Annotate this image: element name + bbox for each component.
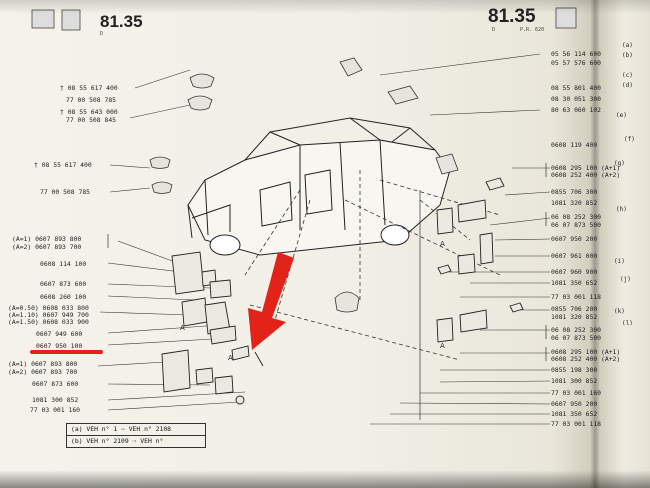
vehicle-legend: (a) VEH n° 1 ⇨ VEH n° 2108 (b) VEH n° 21… [66,423,206,448]
page-sub-letter-left: D [100,31,104,37]
part-number: 0607 950 200 [551,400,598,408]
part-number: 06 07 873 500 [551,334,602,342]
part-number: (A=1.10) 0607 949 700 [8,311,89,319]
part-number: (A=1) 0607 893 800 [8,360,78,368]
part-number: 0607 960 900 [551,268,598,276]
dimension-marker: A A A A [180,240,445,362]
callout-lines [97,53,551,425]
part-number: 0608 295 100 (A+1) [551,348,621,356]
part-number: 0855 706 200 [551,305,598,313]
highlight-arrow-icon [248,252,294,350]
part-number: 0607 873 600 [40,280,87,288]
part-number: 06 08 252 300 [551,213,602,221]
part-number: 77 03 001 160 [551,389,602,397]
part-number: (A=2) 0607 893 700 [12,243,82,251]
part-number: † 08 55 617 400 [60,84,118,92]
page-number-right: 81.35 [488,6,536,27]
grommet-icon [149,57,459,313]
part-number: † 08 55 643 000 [60,108,118,116]
part-number: (A=2) 0607 893 700 [8,368,78,376]
part-number: 06 08 252 300 [551,326,602,334]
part-number: 80 63 060 102 [551,106,602,114]
part-number: 77 00 508 845 [66,116,117,124]
part-number: (A=0.50) 0608 033 800 [8,304,89,312]
part-number: † 08 55 617 400 [34,161,92,169]
part-number: 0855 706 300 [551,188,598,196]
part-number: 77 00 508 785 [40,188,91,196]
svg-text:A: A [440,240,445,248]
part-number: 1081 350 652 [551,410,598,418]
part-number: 0608 252 400 (A+2) [551,171,621,179]
part-number: 77 03 001 118 [551,420,602,428]
part-number: 0608 119 400 [551,141,598,149]
part-number: 0607 873 600 [32,380,79,388]
book-spine [590,0,600,488]
page-number-left: 81.35 [100,12,143,31]
page-sub-letter-right: D [492,27,496,33]
legend-row-b: (b) VEH n° 2109 ⇨ VEH n° [66,435,206,448]
part-number: 0608 260 100 [40,293,87,301]
hinge-assembly-left [161,251,264,405]
part-number: 06 07 873 500 [551,221,602,229]
highlight-underline [30,350,103,354]
svg-text:A: A [228,354,233,362]
part-number: 1081 300 852 [551,377,598,385]
part-number: (A=1) 0607 893 800 [12,235,82,243]
part-number: 1081 300 852 [32,396,79,404]
part-number: 77 03 001 160 [30,406,81,414]
part-number: 08 30 051 300 [551,95,602,103]
svg-text:A: A [440,342,445,350]
bracket-lines [107,163,547,420]
svg-text:A: A [180,324,185,332]
part-number: 05 56 114 600 [551,50,602,58]
part-number: 1081 320 852 [551,199,598,207]
part-number: 0607 950 200 [551,235,598,243]
car-body-outline [187,117,451,256]
part-number: 77 00 508 785 [66,96,117,104]
header-thumbnail-icon [31,7,577,31]
part-number: (A=1.50) 0608 033 900 [8,318,89,326]
part-number: 1081 350 652 [551,279,598,287]
part-number: 0607 961 000 [551,252,598,260]
part-number: 05 57 576 600 [551,59,602,67]
part-number: 0855 198 300 [551,366,598,374]
hinge-assembly-right [436,177,524,343]
part-number: 08 55 801 400 [551,84,602,92]
part-number: 0608 114 100 [40,260,87,268]
legend-row-a: (a) VEH n° 1 ⇨ VEH n° 2108 [66,423,206,435]
page-subtitle-right: P.R. 620 [520,27,545,33]
part-number: 0608 252 400 (A+2) [551,355,621,363]
part-number: 77 03 001 118 [551,293,602,301]
part-number: 0608 295 100 (A+1) [551,164,621,172]
highlighted-part-number: 0607 950 100 [36,342,83,350]
part-number: 1081 320 852 [551,313,598,321]
part-number: 0607 949 600 [36,330,83,338]
